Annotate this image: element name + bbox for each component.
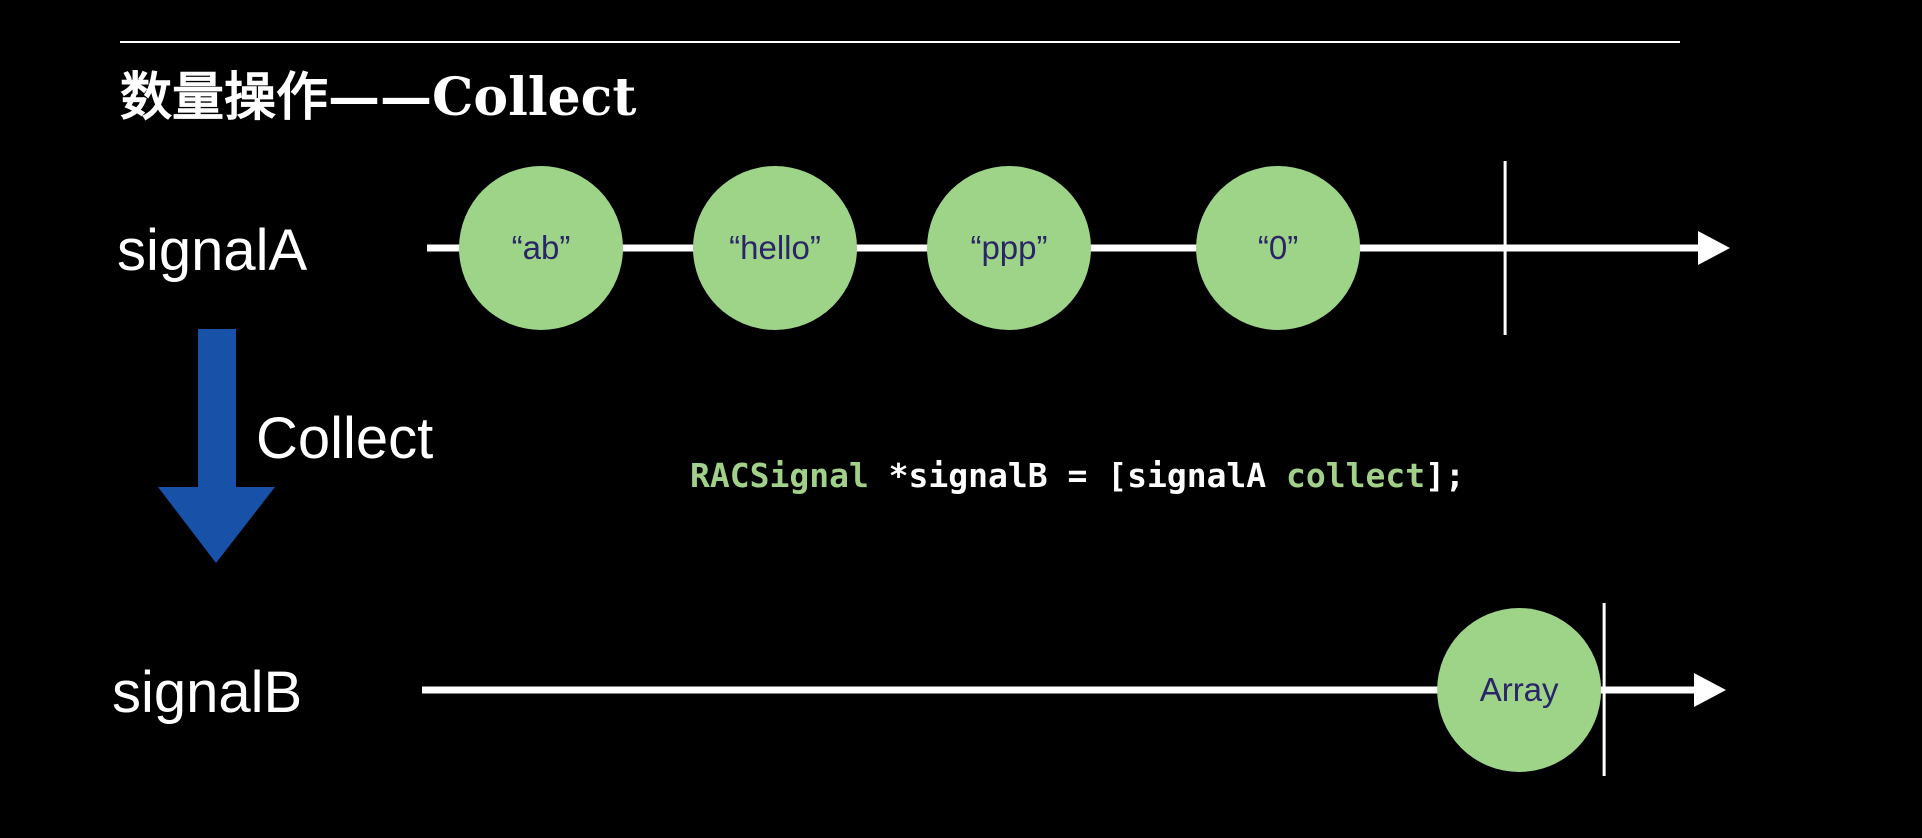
signalA-marble: “0” <box>1196 166 1361 330</box>
signalB-marble-circle <box>1437 608 1602 772</box>
signalA-marble: “ppp” <box>927 166 1091 330</box>
signalA-marble-value: “ab” <box>512 229 571 266</box>
signalB-timeline: Array <box>422 603 1726 776</box>
code-end: ]; <box>1425 456 1465 495</box>
operator-label: Collect <box>256 406 434 471</box>
signalB-marble: Array <box>1437 608 1602 772</box>
code-assignment: *signalB = [signalA <box>868 456 1287 495</box>
signalB-marble-value: Array <box>1480 671 1559 708</box>
signalA-marble-circle <box>927 166 1091 330</box>
signalA-arrowhead <box>1698 231 1730 265</box>
down-arrow-icon <box>158 329 275 563</box>
signalA-timeline: “ab” “hello” “ppp” “0” <box>427 161 1730 335</box>
code-type: RACSignal <box>690 456 869 495</box>
page-title: 数量操作——Collect <box>120 67 637 128</box>
signalA-marble-value: “hello” <box>729 229 821 266</box>
signalA-marble-circle <box>693 166 857 330</box>
signalA-marble-value: “0” <box>1258 229 1298 266</box>
signalA-marble-value: “ppp” <box>970 229 1047 266</box>
signalA-label: signalA <box>117 218 308 283</box>
signalB-arrowhead <box>1694 673 1726 707</box>
signalA-marble: “hello” <box>693 166 857 330</box>
signalB-label: signalB <box>112 660 303 725</box>
signalA-marble-circle <box>459 166 623 330</box>
signalA-marble-circle <box>1196 166 1361 330</box>
signalA-marble: “ab” <box>459 166 623 330</box>
code-method: collect <box>1286 456 1426 495</box>
code-snippet: RACSignal *signalB = [signalA collect]; <box>690 459 1465 492</box>
